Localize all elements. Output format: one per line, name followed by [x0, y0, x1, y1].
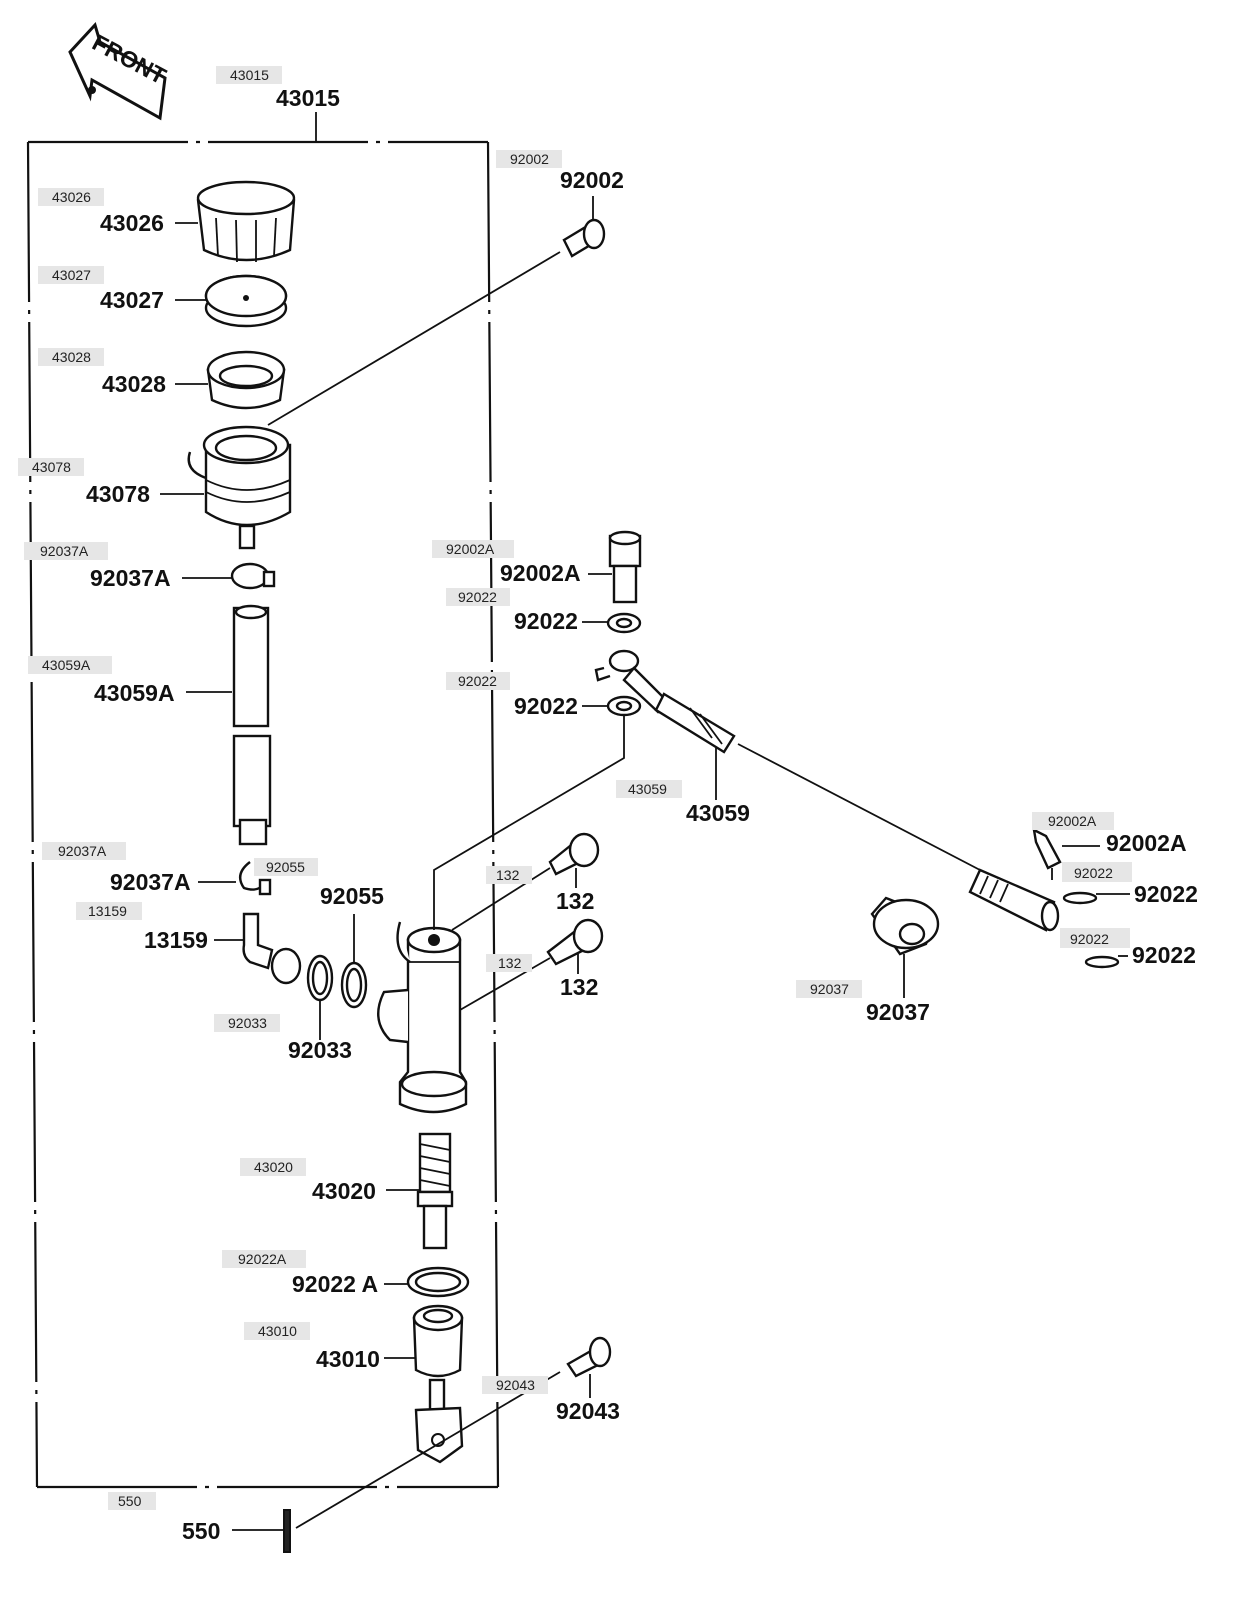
tag-13159: 13159 [88, 903, 127, 919]
tag-43059: 43059 [628, 781, 667, 797]
o-ring-92055 [340, 914, 368, 1009]
label-92037: 92037 [866, 999, 930, 1025]
label-92002: 92002 [560, 167, 624, 193]
label-92002a-right: 92002A [1106, 830, 1187, 856]
tag-43020: 43020 [254, 1159, 293, 1175]
banjo-bolt [588, 530, 642, 604]
clevis-pin [566, 1336, 612, 1398]
diaphragm [175, 350, 286, 410]
banjo-bolt-right [1032, 827, 1100, 880]
label-43026: 43026 [100, 210, 164, 236]
leader-92002 [267, 251, 561, 426]
dust-boot [384, 1304, 464, 1378]
tag-132-a: 132 [496, 867, 520, 883]
tag-92022a: 92022A [238, 1251, 287, 1267]
reservoir-hose [186, 604, 272, 846]
elbow-fitting [214, 912, 302, 985]
reservoir-body [160, 425, 292, 550]
label-92033: 92033 [288, 1037, 352, 1063]
washer-right-lower [1084, 955, 1128, 969]
leader-550-pin [295, 1371, 561, 1529]
washer-upper [582, 612, 642, 634]
label-92055: 92055 [320, 883, 384, 909]
front-arrow-icon: FRONT [68, 22, 170, 121]
label-43028: 43028 [102, 371, 166, 397]
tag-132-b: 132 [498, 955, 522, 971]
tag-92037: 92037 [810, 981, 849, 997]
label-43010: 43010 [316, 1346, 380, 1372]
label-43059: 43059 [686, 800, 750, 826]
hose-clamp-lower [198, 861, 272, 896]
label-92022a: 92022 A [292, 1271, 378, 1297]
tag-43059a: 43059A [42, 657, 91, 673]
label-92022-right-upper: 92022 [1134, 881, 1198, 907]
label-43078: 43078 [86, 481, 150, 507]
label-132-upper: 132 [556, 888, 594, 914]
tag-43026: 43026 [52, 189, 91, 205]
label-92002a: 92002A [500, 560, 581, 586]
o-ring-92033 [306, 954, 334, 1040]
tag-92022-c: 92022 [1074, 865, 1113, 881]
circlip [384, 1266, 470, 1298]
annotation-tags: 43015 92002 43026 43027 43028 43078 9203… [18, 66, 1132, 1510]
tag-92055: 92055 [266, 859, 305, 875]
washer-middle [582, 695, 642, 717]
tag-92002: 92002 [510, 151, 549, 167]
tag-43010: 43010 [258, 1323, 297, 1339]
tag-92022-d: 92022 [1070, 931, 1109, 947]
brake-hose [594, 649, 736, 800]
hose-end-fitting [968, 868, 1060, 932]
hose-clamp-upper [182, 562, 276, 590]
tag-92037a-lower: 92037A [58, 843, 107, 859]
tag-43027: 43027 [52, 267, 91, 283]
tag-92022-b: 92022 [458, 673, 497, 689]
label-43020: 43020 [312, 1178, 376, 1204]
tag-550: 550 [118, 1493, 142, 1509]
master-cylinder-body [377, 921, 468, 1114]
label-43059a: 43059A [94, 680, 175, 706]
leader-banjo-to-body [433, 716, 625, 930]
reservoir-cap [175, 180, 296, 263]
tag-43015: 43015 [230, 67, 269, 83]
leader-hose-to-fitting [737, 743, 981, 871]
label-13159: 13159 [144, 927, 208, 953]
label-92037a-lower: 92037A [110, 869, 191, 895]
tag-43078: 43078 [32, 459, 71, 475]
bolt-132-upper [451, 832, 600, 931]
diaphragm-plate [175, 274, 288, 328]
tag-43028: 43028 [52, 349, 91, 365]
bolt-132-lower [459, 918, 604, 1011]
label-43027: 43027 [100, 287, 164, 313]
label-43015: 43015 [276, 85, 340, 111]
label-92022-right-lower: 92022 [1132, 942, 1196, 968]
tag-92002a-right: 92002A [1048, 813, 1097, 829]
cotter-pin [232, 1509, 291, 1553]
bolt-92002 [562, 196, 606, 258]
label-92022-upper: 92022 [514, 608, 578, 634]
assembly-frame [26, 112, 500, 1489]
label-92037a: 92037A [90, 565, 171, 591]
tag-92037a: 92037A [40, 543, 89, 559]
label-92043: 92043 [556, 1398, 620, 1424]
tag-92022-a: 92022 [458, 589, 497, 605]
callout-labels: 43015 92002 43026 43027 43028 43078 9203… [86, 85, 1198, 1544]
grommet [870, 896, 940, 998]
label-92022-middle: 92022 [514, 693, 578, 719]
washer-right-upper [1062, 891, 1130, 905]
piston-spring-assembly [386, 1132, 454, 1250]
tag-92043: 92043 [496, 1377, 535, 1393]
push-rod-clevis [414, 1378, 464, 1464]
tag-92002a: 92002A [446, 541, 495, 557]
tag-92033: 92033 [228, 1015, 267, 1031]
label-132-lower: 132 [560, 974, 598, 1000]
label-550: 550 [182, 1518, 220, 1544]
